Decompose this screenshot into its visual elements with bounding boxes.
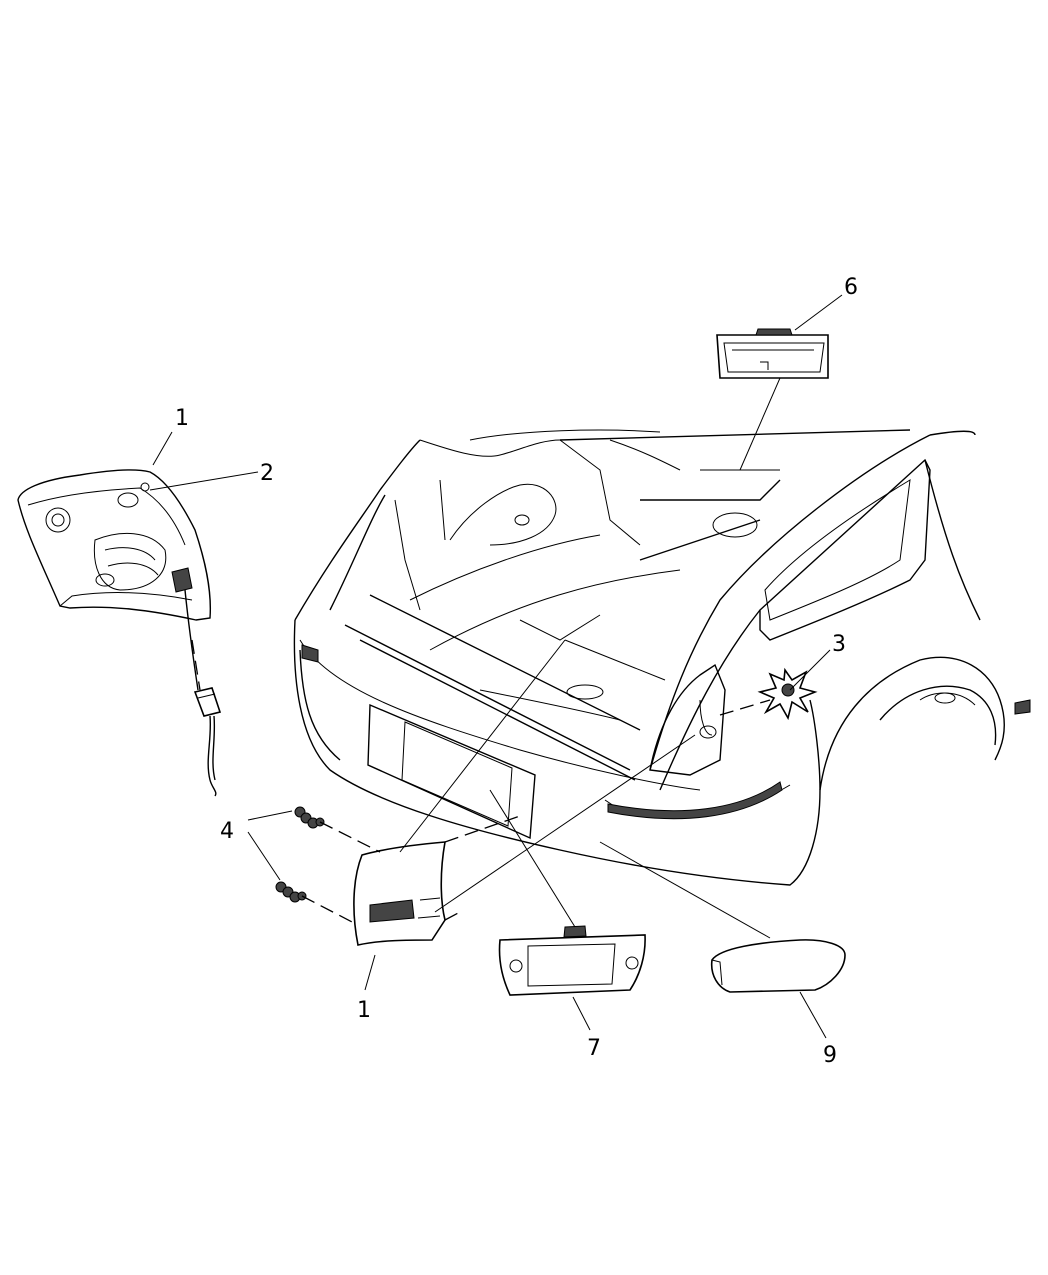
- callout-1-top: 1: [175, 406, 189, 431]
- fastener-upper: [294, 806, 325, 829]
- callout-numbers: 1 2 3 4 1 6 7 9: [175, 275, 858, 1068]
- callout-3: 3: [832, 632, 846, 657]
- fasteners: [275, 806, 325, 903]
- callout-1-bottom: 1: [357, 998, 371, 1023]
- callout-6: 6: [844, 275, 858, 300]
- tail-lamp-assembly: [17, 469, 222, 797]
- callout-9: 9: [823, 1043, 837, 1068]
- callout-4: 4: [220, 819, 234, 844]
- leader-lines: [149, 294, 843, 1039]
- retainer-grommet: [757, 667, 818, 721]
- callout-2: 2: [260, 461, 274, 486]
- license-lamp: [498, 925, 646, 996]
- fastener-lower: [275, 881, 307, 903]
- high-mount-stop-lamp: [716, 328, 829, 379]
- tail-lamp-lens: [353, 841, 461, 946]
- callout-7: 7: [587, 1036, 601, 1061]
- vehicle-rear-body: [293, 429, 1031, 886]
- rear-reflector: [710, 939, 846, 993]
